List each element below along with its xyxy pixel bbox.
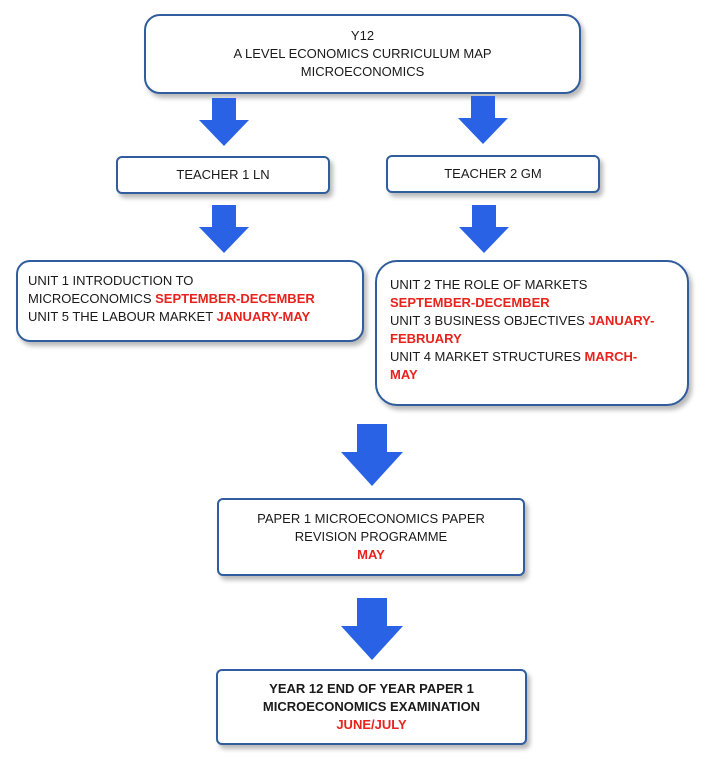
arrow-down-icon xyxy=(459,205,509,253)
paper1-title: PAPER 1 MICROECONOMICS PAPER xyxy=(257,511,485,526)
title-subject: MICROECONOMICS xyxy=(300,64,425,79)
arrow-down-icon xyxy=(199,98,249,146)
unit2-period: SEPTEMBER-DECEMBER xyxy=(390,295,550,310)
exam-box: YEAR 12 END OF YEAR PAPER 1 MICROECONOMI… xyxy=(216,669,527,745)
unit1-title-cont: MICROECONOMICS xyxy=(28,291,156,306)
unit3-period-b: FEBRUARY xyxy=(390,331,462,346)
teacher1-box: TEACHER 1 LN xyxy=(116,156,330,194)
unit4-row: UNIT 4 MARKET STRUCTURES MARCH- xyxy=(390,348,677,366)
arrow-down-icon xyxy=(341,424,403,486)
teacher1-units-box: UNIT 1 INTRODUCTION TO MICROECONOMICS SE… xyxy=(16,260,364,342)
arrow-down-icon xyxy=(458,96,508,144)
exam-subtitle: MICROECONOMICS EXAMINATION xyxy=(262,699,481,714)
unit5-period: JANUARY-MAY xyxy=(216,309,311,324)
exam-period: JUNE/JULY xyxy=(336,717,407,732)
arrow-down-icon xyxy=(199,205,249,253)
paper1-revision-box: PAPER 1 MICROECONOMICS PAPER REVISION PR… xyxy=(217,498,525,576)
title-curriculum: A LEVEL ECONOMICS CURRICULUM MAP xyxy=(233,46,492,61)
unit1-row: MICROECONOMICS SEPTEMBER-DECEMBER xyxy=(28,290,352,308)
unit2-title: UNIT 2 THE ROLE OF MARKETS xyxy=(390,277,588,292)
unit3-period-a: JANUARY- xyxy=(588,313,655,328)
paper1-subtitle: REVISION PROGRAMME xyxy=(294,529,448,544)
unit4-title: UNIT 4 MARKET STRUCTURES xyxy=(390,349,585,364)
unit3-row: UNIT 3 BUSINESS OBJECTIVES JANUARY- xyxy=(390,312,677,330)
exam-title: YEAR 12 END OF YEAR PAPER 1 xyxy=(269,681,474,696)
unit4-period-b: MAY xyxy=(390,367,418,382)
unit3-title: UNIT 3 BUSINESS OBJECTIVES xyxy=(390,313,589,328)
unit5-row: UNIT 5 THE LABOUR MARKET JANUARY-MAY xyxy=(28,308,352,326)
teacher2-box: TEACHER 2 GM xyxy=(386,155,600,193)
paper1-period: MAY xyxy=(357,547,385,562)
unit5-title: UNIT 5 THE LABOUR MARKET xyxy=(28,309,217,324)
teacher1-label: TEACHER 1 LN xyxy=(176,167,270,182)
teacher2-units-box: UNIT 2 THE ROLE OF MARKETS SEPTEMBER-DEC… xyxy=(375,260,689,406)
unit1-period: SEPTEMBER-DECEMBER xyxy=(155,291,315,306)
unit1-title: UNIT 1 INTRODUCTION TO xyxy=(28,273,194,288)
title-box: Y12 A LEVEL ECONOMICS CURRICULUM MAP MIC… xyxy=(144,14,581,94)
unit4-period-a: MARCH- xyxy=(584,349,638,364)
teacher2-label: TEACHER 2 GM xyxy=(444,166,542,181)
arrow-down-icon xyxy=(341,598,403,660)
title-year: Y12 xyxy=(350,28,375,43)
